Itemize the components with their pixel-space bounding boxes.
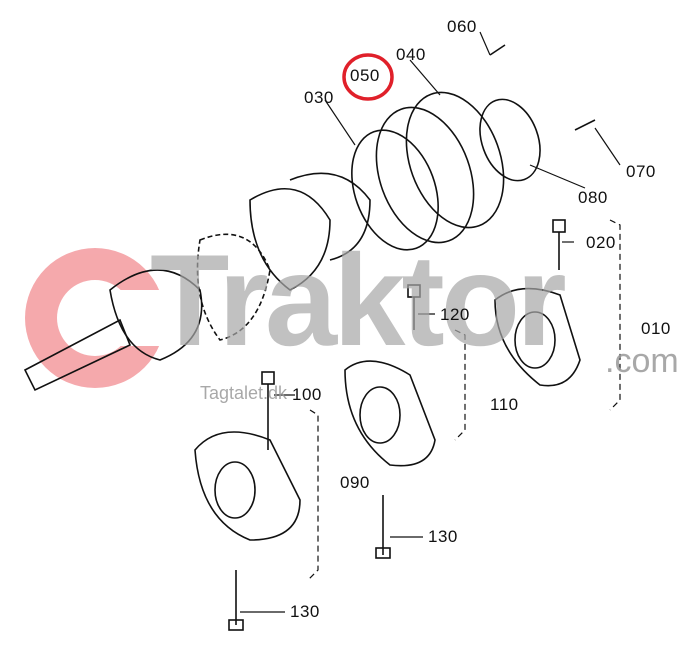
part-label-040[interactable]: 040: [396, 45, 426, 64]
watermark-brand: Traktor: [150, 227, 567, 373]
part-label-010[interactable]: 010: [641, 319, 671, 338]
part-label-130-lower[interactable]: 130: [290, 602, 320, 621]
watermark-tagline: Tagtalet.dk: [200, 383, 288, 403]
part-label-120[interactable]: 120: [440, 305, 470, 324]
part-label-020[interactable]: 020: [586, 233, 616, 252]
bolts: [228, 44, 596, 631]
crankshaft: [23, 172, 371, 392]
part-label-080[interactable]: 080: [578, 188, 608, 207]
part-label-130-upper[interactable]: 130: [428, 527, 458, 546]
bearing-cases: [194, 287, 581, 541]
part-label-060[interactable]: 060: [447, 17, 477, 36]
part-label-110[interactable]: 110: [490, 395, 519, 414]
watermark-domain: .com: [605, 342, 679, 380]
highlight-circle: [342, 53, 394, 101]
part-label-070[interactable]: 070: [626, 162, 656, 181]
part-label-050[interactable]: 050: [350, 66, 380, 85]
part-label-030[interactable]: 030: [304, 88, 334, 107]
watermark-logo: [25, 248, 165, 388]
leader-lines: [240, 31, 621, 613]
part-label-090[interactable]: 090: [340, 473, 370, 492]
rear-plates: [351, 91, 541, 251]
part-label-100[interactable]: 100: [292, 385, 322, 404]
